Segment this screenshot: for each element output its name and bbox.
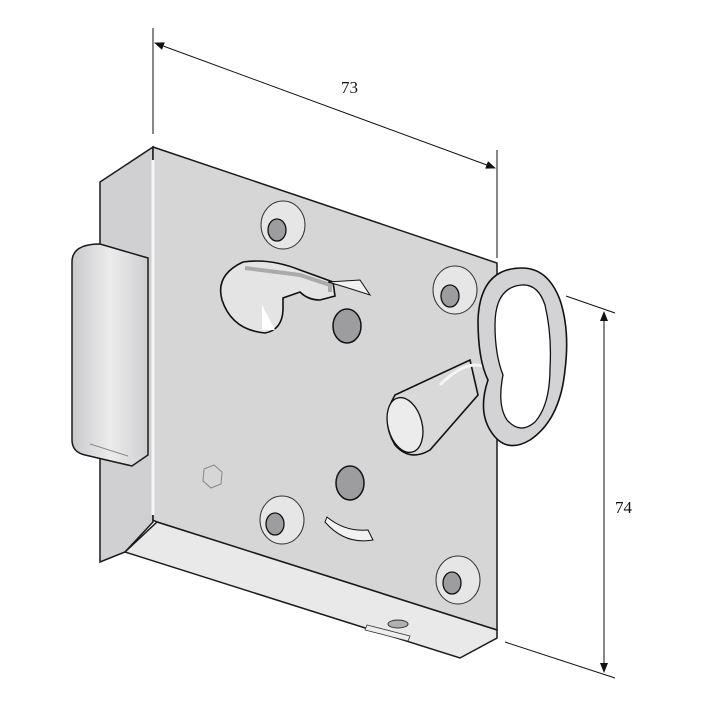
screw-hole	[259, 495, 305, 545]
slot	[327, 279, 372, 296]
slot	[324, 516, 374, 542]
rivet	[335, 465, 365, 501]
key	[386, 267, 568, 456]
height-dimension-label: 74	[615, 498, 632, 517]
width-dimension	[152, 28, 498, 258]
width-dimension-label: 73	[341, 78, 358, 97]
screw-hole	[260, 200, 306, 250]
latch-bolt	[71, 243, 149, 467]
height-dimension	[504, 295, 616, 679]
keyhole	[219, 260, 336, 334]
hex-mark	[202, 464, 223, 489]
screw-hole	[435, 555, 481, 605]
screw-hole	[432, 265, 478, 315]
rivet	[332, 308, 362, 344]
